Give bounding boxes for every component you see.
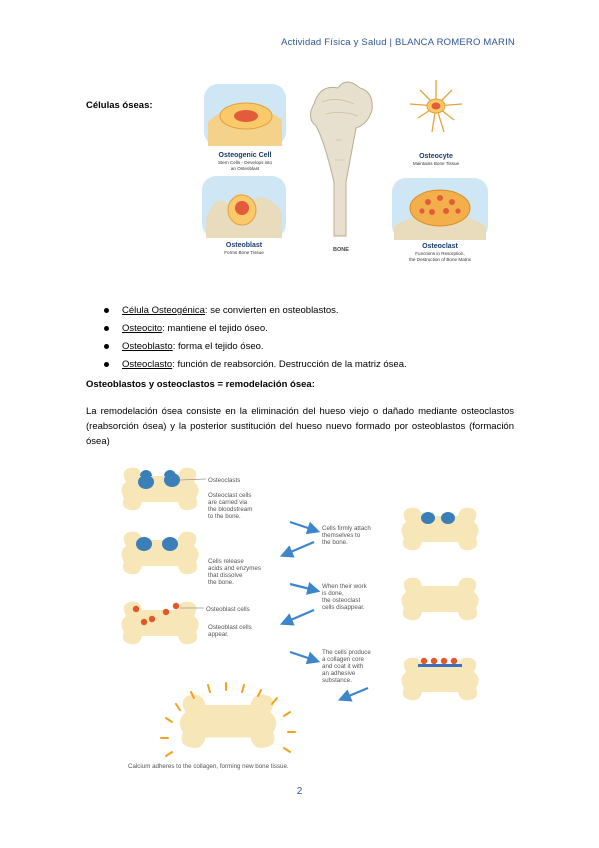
osteogenic-title: Osteogenic Cell — [219, 152, 272, 159]
long-bone-illustration: BONE — [310, 81, 373, 253]
svg-text:that dissolve: that dissolve — [208, 572, 243, 579]
page-number: 2 — [296, 786, 303, 797]
list-item: Osteoblasto: forma el tejido óseo. — [104, 338, 407, 356]
osteogenic-sub2: an Osteoblast — [231, 166, 260, 171]
svg-text:When their work: When their work — [322, 583, 368, 590]
bone-step5 — [121, 601, 204, 645]
svg-text:are carried via: are carried via — [208, 499, 248, 506]
bone-cells-figure: Osteogenic Cell Stem Cells - Develops in… — [202, 80, 488, 262]
section-title: Células óseas: — [86, 100, 153, 111]
osteoblast-title: Osteoblast — [226, 242, 263, 249]
svg-text:substance.: substance. — [322, 677, 352, 684]
desc-osteoclasto: : función de reabsorción. Destrucción de… — [172, 359, 407, 370]
label-osteoblast-cells: Osteoblast cells — [206, 606, 250, 613]
svg-text:Cells release: Cells release — [208, 558, 244, 565]
list-item: Osteoclasto: función de reabsorción. Des… — [104, 356, 407, 374]
svg-text:themselves to: themselves to — [322, 532, 361, 539]
term-osteogenic: Célula Osteogénica — [122, 305, 205, 316]
remodeling-subheading: Osteoblastos y osteoclastos = remodelaci… — [86, 379, 315, 390]
osteogenic-sub1: Stem Cells - Develops into — [218, 160, 273, 165]
calcium-rays — [160, 682, 296, 757]
osteocyte-sub1: Maintains Bone Tissue — [413, 161, 460, 166]
osteoblast-sub1: Forms Bone Tissue — [224, 250, 264, 255]
osteoclast-panel: Osteoclast Functions in Resorption, the … — [392, 178, 488, 262]
desc-osteoblasto: : forma el tejido óseo. — [172, 341, 264, 352]
svg-text:cells disappear.: cells disappear. — [322, 604, 365, 611]
svg-text:is done,: is done, — [322, 590, 344, 597]
bone-step1 — [121, 467, 207, 511]
bone-remodeling-figure: Osteoclasts Osteoclast cells are carried… — [121, 467, 479, 770]
desc-osteocito: : mantiene el tejido óseo. — [162, 323, 268, 334]
step2-text: Cells firmly attach themselves to the bo… — [322, 525, 371, 546]
osteoclast-sub1: Functions in Resorption, — [415, 251, 465, 256]
svg-text:Osteoclast cells: Osteoclast cells — [208, 492, 251, 499]
bone-cell-list: Célula Osteogénica: se convierten en ost… — [104, 302, 407, 374]
caption-calcium: Calcium adheres to the collagen, forming… — [128, 763, 289, 770]
svg-text:Osteoblast cells: Osteoblast cells — [208, 624, 252, 631]
desc-osteogenic: : se convierten en osteoblastos. — [204, 305, 339, 316]
osteoclast-title: Osteoclast — [422, 243, 458, 250]
final-bone — [160, 682, 296, 757]
process-arrows — [279, 520, 369, 702]
bone-step2 — [401, 507, 479, 551]
osteocyte-cell: Osteocyte Maintains Bone Tissue — [409, 80, 463, 166]
bone-step6 — [401, 657, 479, 701]
osteocyte-title: Osteocyte — [419, 153, 453, 160]
term-osteocito: Osteocito — [122, 323, 163, 334]
svg-text:a collagen core: a collagen core — [322, 656, 365, 663]
svg-text:the bloodstream: the bloodstream — [208, 506, 252, 513]
svg-text:to the bone.: to the bone. — [208, 513, 241, 520]
step3-text: Cells release acids and enzymes that dis… — [208, 558, 261, 586]
bone-step3 — [121, 531, 199, 575]
list-item: Osteocito: mantiene el tejido óseo. — [104, 320, 407, 338]
svg-text:The cells produce: The cells produce — [322, 649, 371, 656]
svg-text:Cells firmly attach: Cells firmly attach — [322, 525, 371, 532]
svg-text:and coat it with: and coat it with — [322, 663, 364, 670]
osteoclast-sub2: the Destruction of Bone Matrix — [409, 257, 471, 262]
step6-text: The cells produce a collagen core and co… — [322, 649, 371, 684]
list-item: Célula Osteogénica: se convierten en ost… — [104, 302, 407, 320]
step4-text: When their work is done, the osteoclast … — [322, 583, 368, 611]
osteoblast-panel: Osteoblast Forms Bone Tissue — [202, 176, 286, 255]
term-osteoclasto: Osteoclasto — [122, 359, 173, 370]
step1-text: Osteoclast cells are carried via the blo… — [208, 492, 252, 520]
osteogenic-cell-panel: Osteogenic Cell Stem Cells - Develops in… — [204, 84, 286, 171]
svg-text:acids and enzymes: acids and enzymes — [208, 565, 261, 572]
page-header: Actividad Física y Salud | BLANCA ROMERO… — [281, 37, 515, 48]
svg-text:an adhesive: an adhesive — [322, 670, 356, 677]
svg-text:the osteoclast: the osteoclast — [322, 597, 360, 604]
bone-step4 — [401, 577, 479, 621]
svg-text:appear.: appear. — [208, 631, 229, 638]
svg-text:the bone.: the bone. — [322, 539, 348, 546]
label-osteoclasts: Osteoclasts — [208, 477, 240, 484]
remodeling-paragraph: La remodelación ósea consiste en la elim… — [86, 406, 514, 447]
term-osteoblasto: Osteoblasto — [122, 341, 173, 352]
step5-text: Osteoblast cells appear. — [208, 624, 252, 638]
bone-label: BONE — [333, 247, 349, 253]
svg-text:the bone.: the bone. — [208, 579, 234, 586]
